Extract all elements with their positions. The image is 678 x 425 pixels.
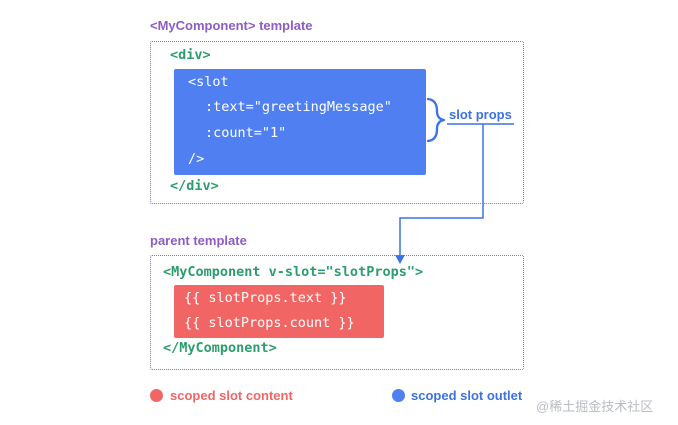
component-template-title: <MyComponent> template: [150, 18, 313, 33]
slot-outlet-block: [174, 69, 426, 175]
curly-brace-icon: [426, 97, 446, 143]
div-close-tag: </div>: [170, 178, 219, 194]
content-legend-dot-icon: [150, 389, 163, 402]
div-open-tag: <div>: [170, 47, 211, 63]
component-open-tag: <MyComponent v-slot="slotProps">: [163, 264, 424, 280]
outlet-legend-label: scoped slot outlet: [411, 388, 523, 403]
slot-line-close: />: [188, 151, 205, 167]
arrow-head-icon: [395, 255, 405, 264]
parent-template-box: [150, 255, 524, 370]
component-template-box: [150, 41, 524, 204]
slot-line-open: <slot: [188, 74, 229, 90]
slot-content-block: [174, 285, 384, 338]
outlet-legend-dot-icon: [392, 389, 405, 402]
connector-line: [399, 124, 484, 257]
slot-content-line-count: {{ slotProps.count }}: [184, 315, 355, 331]
watermark: @稀土掘金技术社区: [536, 399, 654, 414]
component-close-tag: </MyComponent>: [163, 340, 277, 356]
slot-line-text-prop: :text="greetingMessage": [205, 99, 392, 115]
slot-content-line-text: {{ slotProps.text }}: [184, 290, 347, 306]
parent-template-title: parent template: [150, 233, 247, 248]
slot-props-label: slot props: [449, 107, 512, 122]
slot-line-count-prop: :count="1": [205, 125, 287, 141]
content-legend-label: scoped slot content: [170, 388, 293, 403]
